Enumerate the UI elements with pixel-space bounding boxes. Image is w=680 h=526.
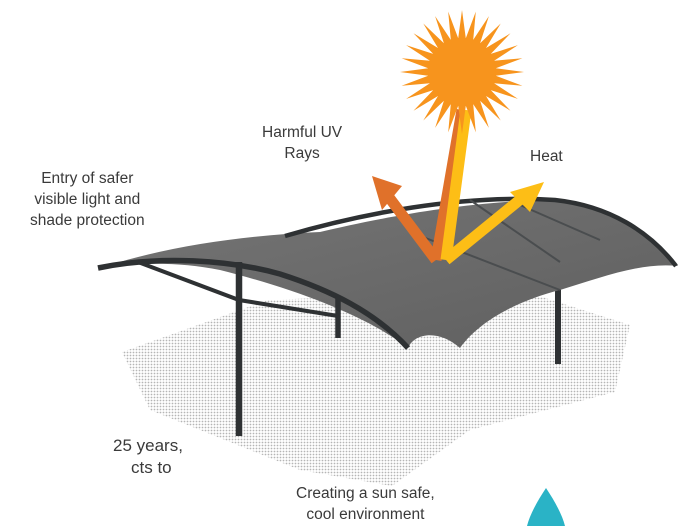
background-text-line2: cts to	[131, 458, 172, 477]
uv-label-line1: Harmful UV	[262, 124, 343, 141]
droplet-accent	[527, 488, 565, 526]
ground-shadow	[122, 290, 630, 486]
environment-label: Creating a sun safe, cool environment	[296, 483, 435, 525]
environment-label-line2: cool environment	[306, 506, 425, 523]
uv-rays-label: Harmful UV Rays	[262, 122, 342, 164]
entry-label-line2: visible light and	[34, 191, 141, 208]
entry-label-line3: shade protection	[30, 212, 145, 229]
heat-arrow	[440, 109, 526, 265]
environment-label-line1: Creating a sun safe,	[296, 485, 435, 502]
uv-label-line2: Rays	[284, 145, 320, 162]
rear-frame	[284, 196, 678, 268]
strut-3	[519, 204, 601, 241]
background-text-line1: 25 years,	[113, 436, 183, 455]
sun-icon	[400, 10, 524, 134]
heat-arrow-head	[510, 182, 544, 212]
strut-1	[469, 199, 561, 263]
front-frame	[97, 257, 411, 350]
brace-lower	[137, 260, 339, 318]
heat-label: Heat	[530, 148, 563, 165]
entry-label-line1: Entry of safer	[41, 170, 134, 187]
uv-arrow-head	[372, 176, 402, 210]
entry-label: Entry of safer visible light and shade p…	[30, 168, 145, 231]
canopy-membrane	[100, 200, 678, 348]
